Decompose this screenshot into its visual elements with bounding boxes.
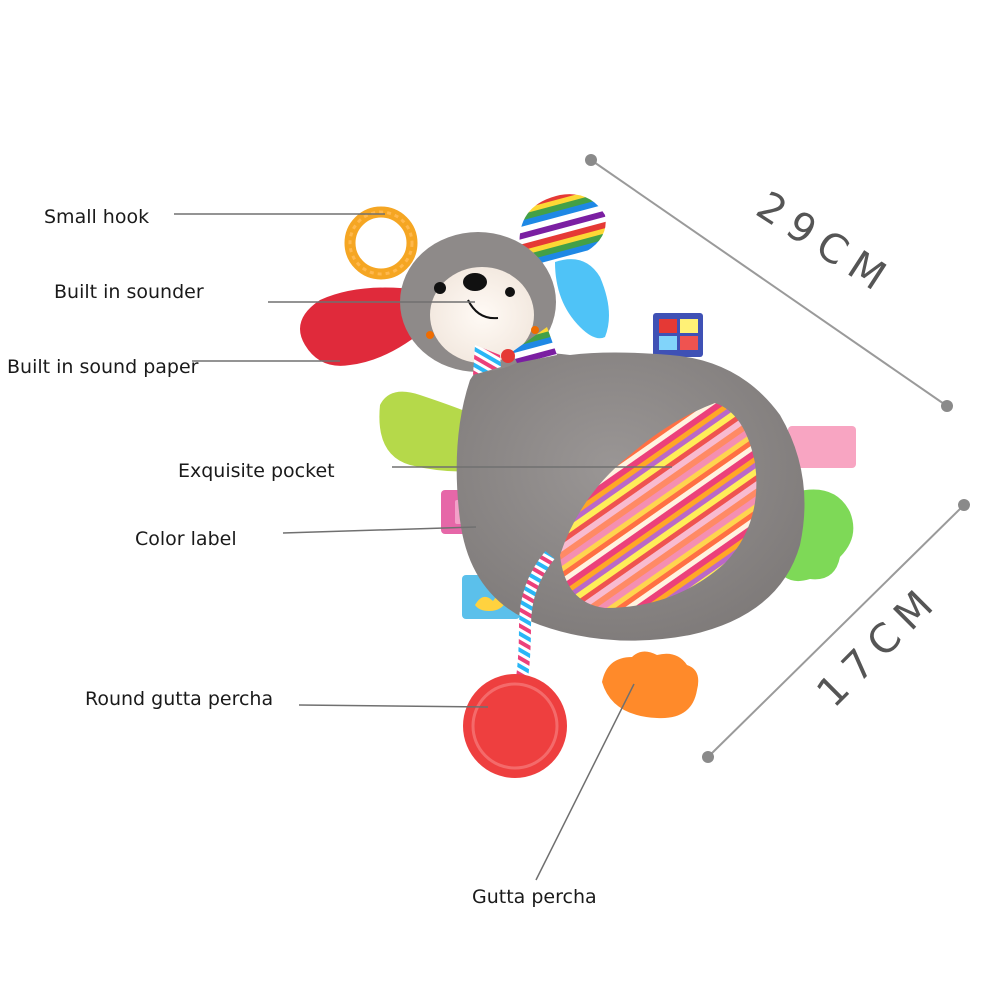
callout-small-hook: Small hook [44, 206, 150, 228]
red-ear-sound-paper [300, 287, 430, 366]
dimension-length-label: 29CM [748, 183, 902, 305]
small-hook-ring [344, 206, 418, 280]
leader-lines [174, 213, 672, 881]
left-eye [434, 282, 446, 294]
nose [463, 273, 487, 291]
bow-tie [473, 327, 557, 375]
dimension-line-length [590, 159, 948, 407]
dimension-endpoint [702, 751, 714, 763]
dimension-lines [585, 154, 970, 763]
striped-ear [519, 194, 606, 264]
callout-gutta-percha: Gutta percha [472, 886, 597, 908]
round-gutta-percha [463, 674, 567, 778]
callout-built-in-sounder: Built in sounder [54, 281, 204, 303]
pink-tag-right [788, 426, 856, 468]
leader-color-label [282, 526, 477, 534]
callout-round-gutta-percha: Round gutta percha [85, 688, 274, 710]
dimension-width-label: 17CM [808, 575, 949, 716]
exquisite-pocket [560, 403, 757, 608]
blue-ear [555, 259, 609, 339]
dimension-endpoint [941, 400, 953, 412]
leader-round-gutta [298, 704, 489, 708]
right-eye [505, 287, 515, 297]
dimension-line-width [707, 504, 965, 758]
orange-gutta-percha [602, 651, 699, 719]
callout-color-label: Color label [135, 528, 237, 550]
callout-exquisite-pocket: Exquisite pocket [178, 460, 335, 482]
callout-built-in-sound-paper: Built in sound paper [7, 356, 199, 378]
leader-gutta [535, 683, 635, 881]
teether-ribbon [514, 551, 555, 692]
dimension-endpoint [585, 154, 597, 166]
mouth [467, 299, 499, 320]
dimension-endpoint [958, 499, 970, 511]
pattern-tag [653, 313, 703, 357]
